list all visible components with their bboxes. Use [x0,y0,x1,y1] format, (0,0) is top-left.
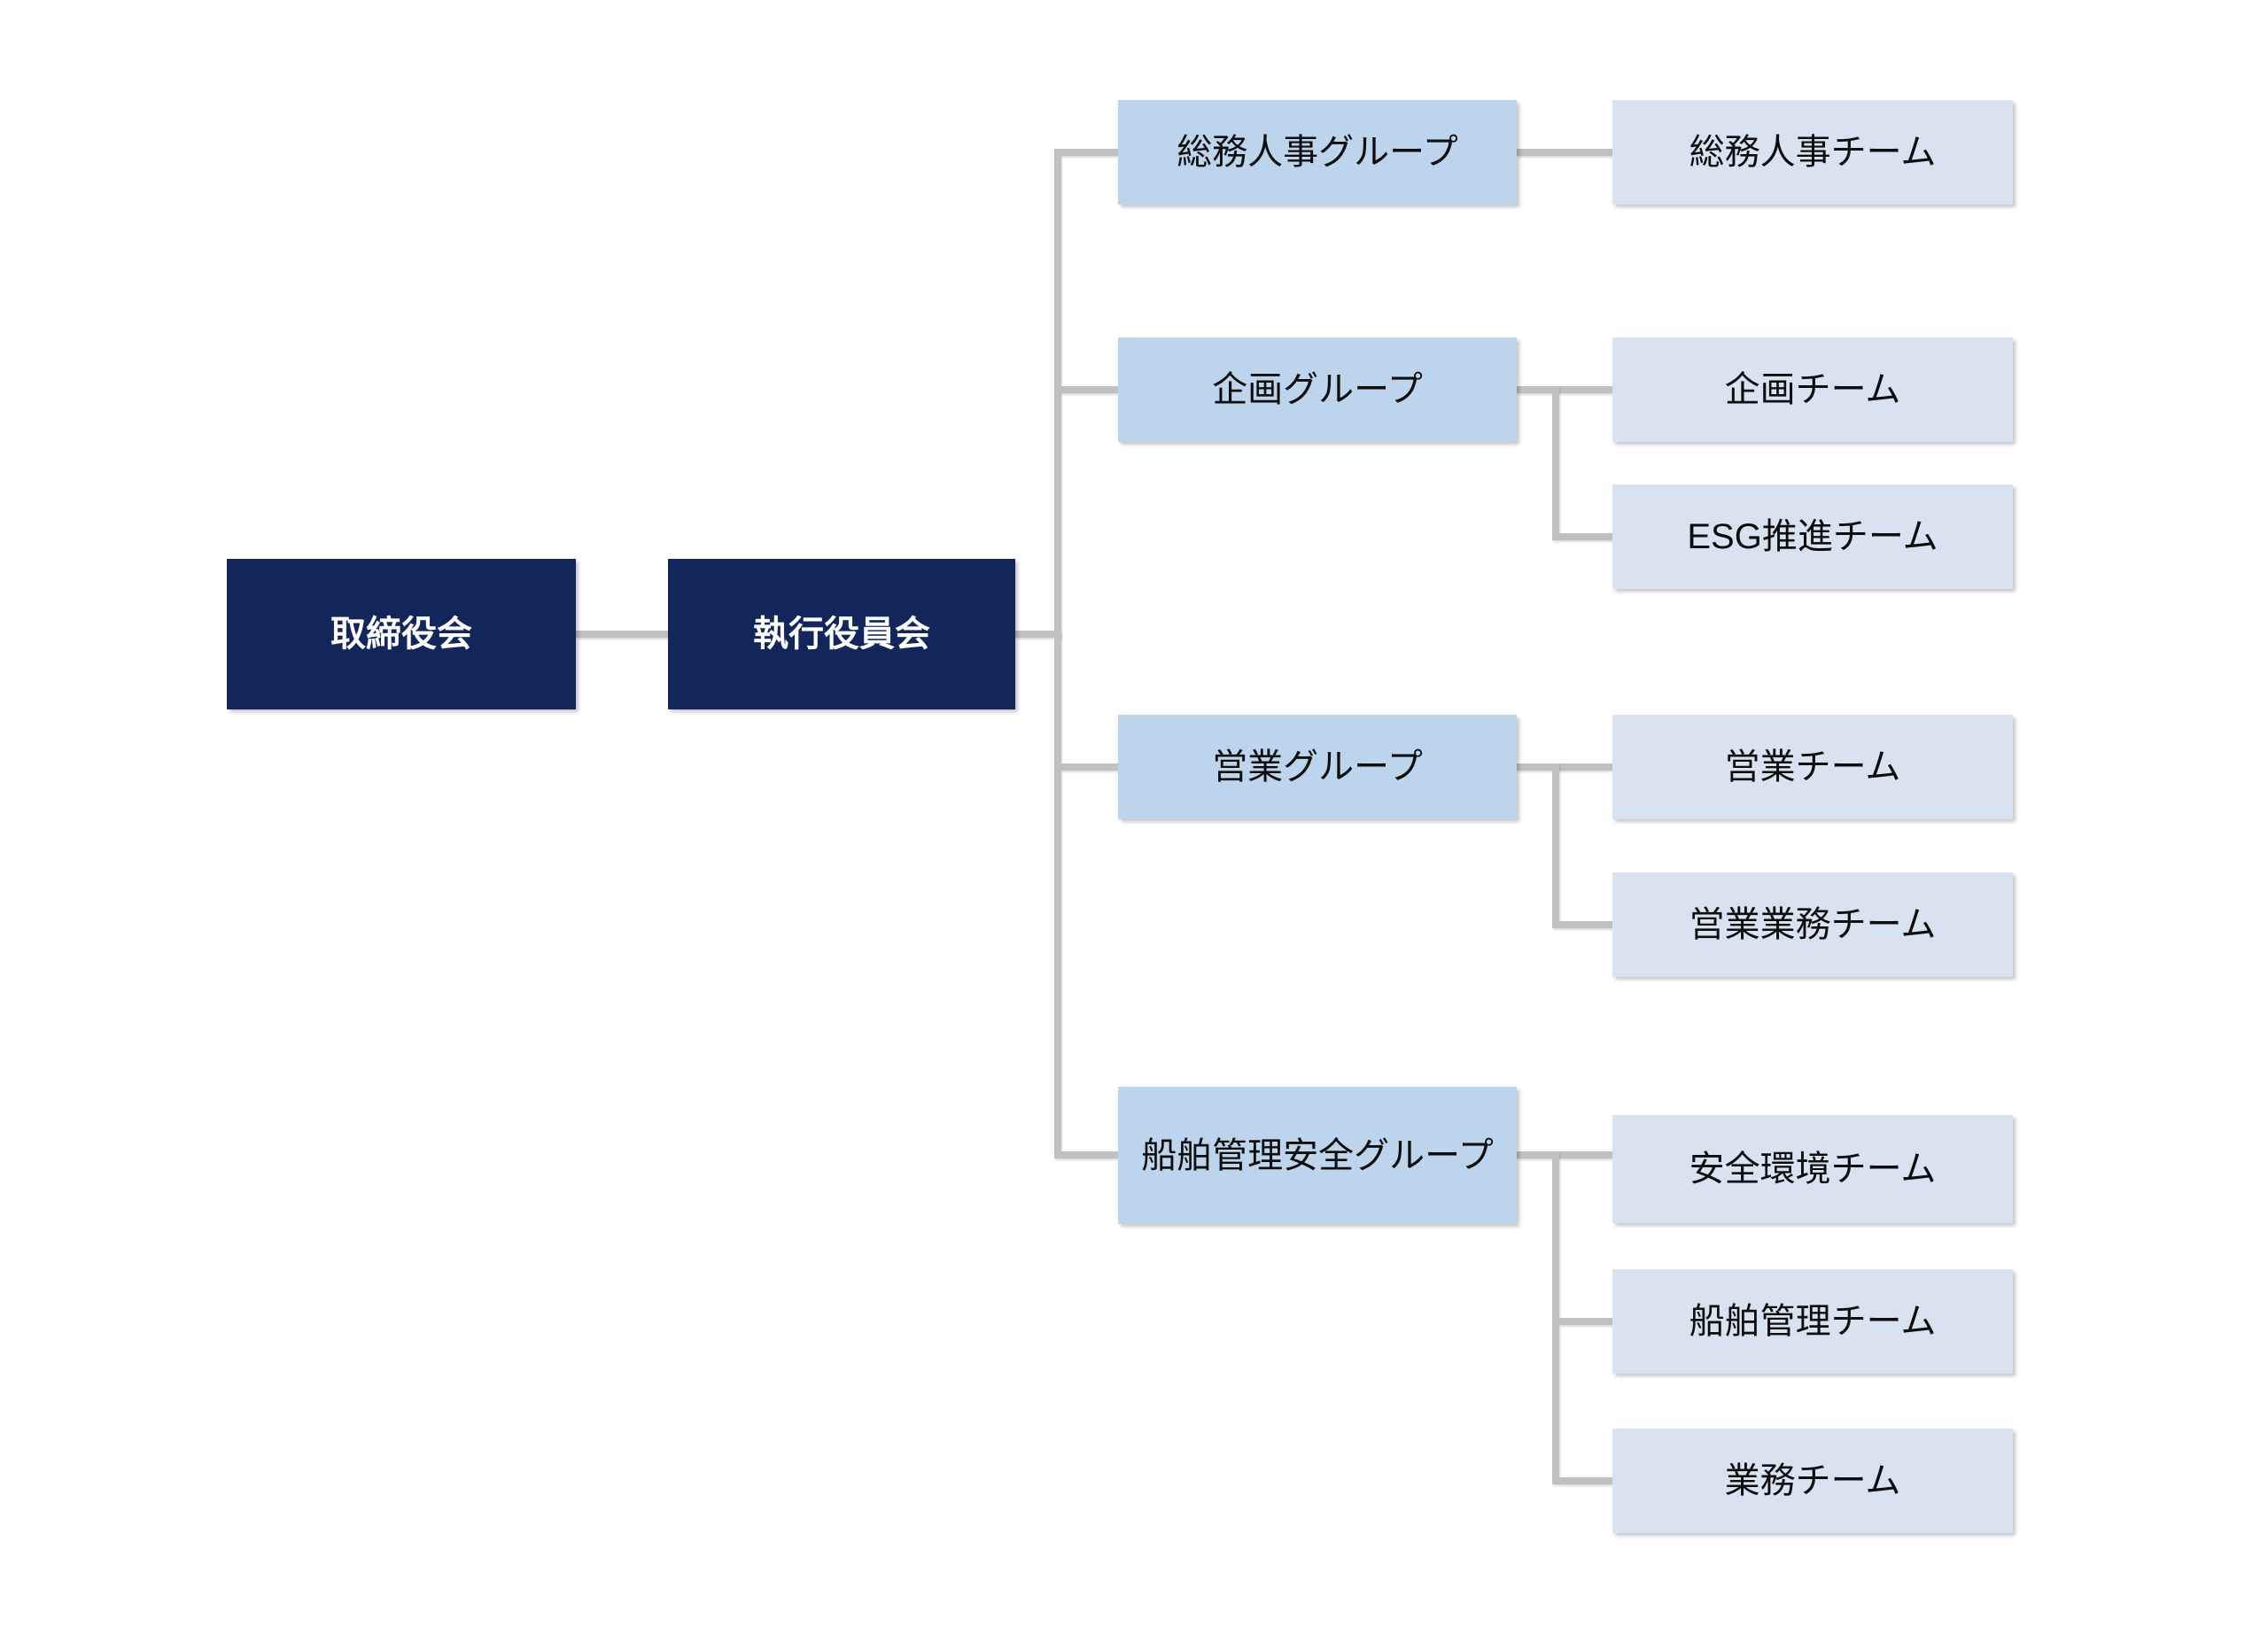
connector-branch-to-operations-team [1559,1477,1612,1484]
team-box-ship-management: 船舶管理チーム [1612,1269,2013,1374]
team-label-sales-operations: 営業業務チーム [1689,905,1937,944]
connector-trunk-vertical [1054,149,1061,1158]
connector-sales-branch-vertical [1552,763,1559,928]
connector-sales-group-to-sales-team [1517,763,1612,771]
team-label-ship-management: 船舶管理チーム [1689,1302,1937,1341]
board-of-directors-label: 取締役会 [330,615,472,654]
executive-committee-label: 執行役員会 [753,615,930,654]
connector-trunk-to-general-affairs-group [1061,149,1118,156]
team-label-esg-promotion: ESG推進チーム [1687,517,1938,556]
executive-committee-box: 執行役員会 [668,559,1015,709]
team-box-operations: 業務チーム [1612,1429,2013,1533]
connector-trunk-to-sales-group [1061,763,1118,771]
connector-branch-to-ship-management-team [1559,1318,1612,1325]
team-box-general-affairs-hr: 総務人事チーム [1612,100,2013,205]
group-box-sales: 営業グループ [1118,715,1517,819]
group-label-general-affairs-hr: 総務人事グループ [1177,133,1458,172]
group-box-planning: 企画グループ [1118,337,1517,442]
team-label-safety-environment: 安全環境チーム [1689,1150,1937,1189]
connector-board-to-executive [576,631,668,638]
team-box-planning: 企画チーム [1612,337,2013,442]
connector-planning-group-to-planning-team [1517,386,1612,393]
connector-general-affairs-group-to-team [1517,149,1612,156]
team-label-planning: 企画チーム [1724,370,1901,409]
team-box-safety-environment: 安全環境チーム [1612,1115,2013,1223]
connector-branch-to-esg-team [1559,533,1612,540]
team-label-operations: 業務チーム [1724,1461,1901,1500]
group-label-sales: 営業グループ [1212,748,1423,786]
connector-planning-branch-vertical [1552,386,1559,540]
team-box-esg-promotion: ESG推進チーム [1612,484,2013,589]
team-box-sales: 営業チーム [1612,715,2013,819]
team-label-sales: 営業チーム [1724,748,1901,786]
group-label-planning: 企画グループ [1212,370,1423,409]
connector-trunk-to-planning-group [1061,386,1118,393]
connector-ship-branch-vertical [1552,1151,1559,1484]
group-box-ship-management-safety: 船舶管理安全グループ [1118,1087,1517,1224]
board-of-directors-box: 取締役会 [227,559,576,709]
group-box-general-affairs-hr: 総務人事グループ [1118,100,1517,205]
connector-ship-group-to-safety-team [1517,1151,1612,1158]
team-label-general-affairs-hr: 総務人事チーム [1689,133,1937,172]
group-label-ship-management-safety: 船舶管理安全グループ [1141,1135,1494,1175]
connector-executive-to-trunk [1015,631,1061,638]
connector-branch-to-sales-operations-team [1559,921,1612,928]
connector-trunk-to-ship-management-group [1061,1151,1118,1158]
team-box-sales-operations: 営業業務チーム [1612,872,2013,977]
